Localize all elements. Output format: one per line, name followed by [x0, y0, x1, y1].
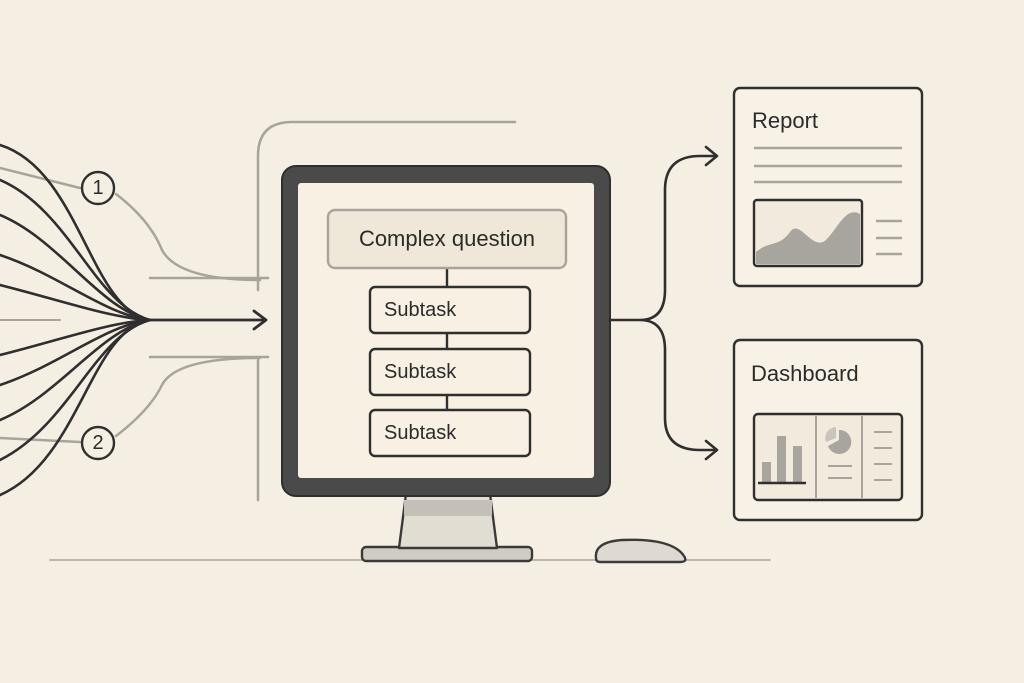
subtask-box-2 [368, 347, 532, 397]
report-title: Report [752, 108, 819, 133]
step-two-label: 2 [92, 432, 104, 454]
dashboard-pie [828, 429, 852, 454]
subtask-label-1: Subtask [384, 299, 457, 321]
input-arrow-head [252, 309, 268, 331]
upper-bracket-line [256, 120, 517, 292]
mouse [594, 538, 687, 564]
step-two-gray-curve [0, 356, 262, 444]
report-card [732, 86, 924, 288]
step-two-badge [80, 425, 116, 461]
step-one-badge [80, 170, 116, 206]
input-curve-10 [0, 318, 152, 497]
monitor [281, 165, 611, 563]
input-curve-6 [0, 318, 152, 357]
dashboard-title: Dashboard [751, 361, 859, 386]
input-curve-4 [0, 253, 152, 322]
input-curve-1 [0, 143, 152, 322]
step-one-gray-curve [0, 166, 262, 282]
step-one-label: 1 [92, 177, 104, 199]
subtask-box-1 [368, 285, 532, 335]
monitor-neck-shadow [404, 500, 492, 516]
input-curve-2 [0, 178, 152, 322]
subtask-box-3 [368, 408, 532, 458]
report-arrow-head [704, 145, 719, 167]
output-branch [608, 154, 718, 452]
dashboard-bar-1 [762, 462, 771, 482]
dashboard-arrow-head [704, 439, 719, 461]
dashboard-bar-2 [777, 436, 786, 482]
dashboard-card [732, 338, 924, 522]
dashboard-pie-slice [825, 427, 836, 442]
report-area-chart [756, 212, 860, 264]
input-curve-3 [0, 213, 152, 322]
complex-question-label: Complex question [358, 226, 536, 251]
input-curves [0, 143, 152, 497]
question-box [326, 208, 568, 270]
subtask-label-3: Subtask [384, 422, 457, 444]
input-curve-7 [0, 318, 152, 387]
dashboard-panel [752, 412, 904, 502]
subtask-label-2: Subtask [384, 361, 457, 383]
input-curve-5 [0, 283, 152, 322]
dashboard-bar-3 [793, 446, 802, 482]
